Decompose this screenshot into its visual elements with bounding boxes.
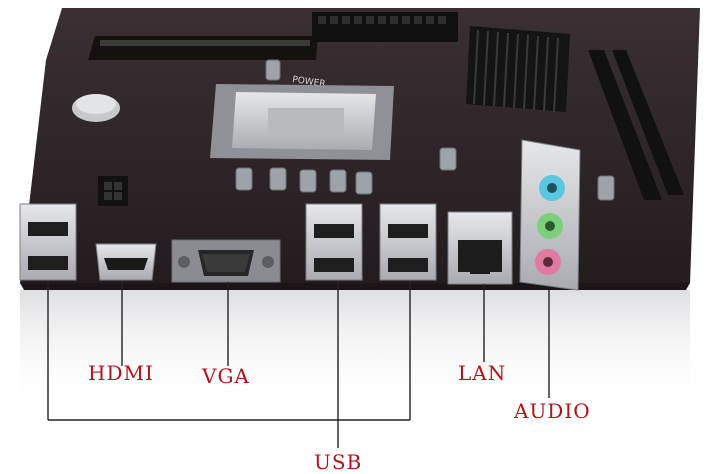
usb-callout-label: USB: [314, 450, 363, 474]
hdmi-port: [95, 243, 157, 281]
audio-jack-stack: [519, 139, 581, 291]
ram-slot-top: [88, 36, 318, 60]
usb-port-stack-right: [379, 203, 437, 281]
cpu-socket: [210, 84, 394, 160]
chipset-heatsink: [466, 26, 570, 113]
cmos-battery: [72, 94, 120, 122]
audio-callout-label: AUDIO: [514, 399, 591, 423]
ram-slots-side: [588, 50, 684, 200]
usb-port-stack-middle: [305, 203, 363, 281]
usb-port-stack-left: [19, 203, 77, 281]
capacitors: [235, 59, 615, 201]
vga-port: [171, 239, 281, 283]
lan-callout-label: LAN: [458, 361, 507, 385]
board-reflection: [20, 290, 690, 410]
lan-port: [447, 211, 513, 285]
callout-lines: [47, 282, 550, 448]
cpu-power-connector: [98, 176, 128, 206]
vga-callout-label: VGA: [202, 364, 250, 388]
hdmi-callout-label: HDMI: [88, 361, 154, 385]
